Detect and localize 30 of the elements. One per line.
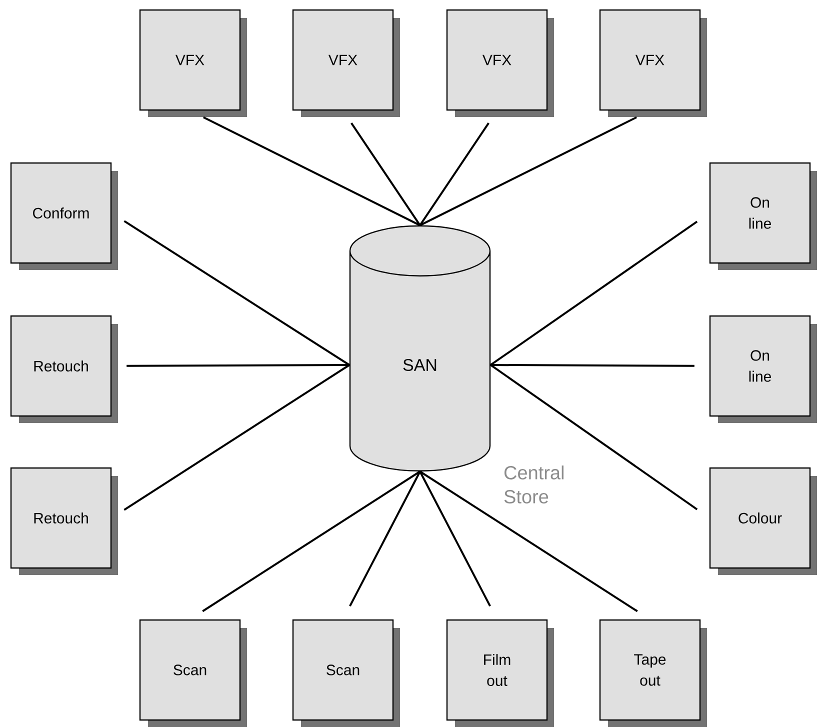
storage-cylinder: SAN <box>349 225 491 472</box>
connector-line <box>419 471 491 607</box>
process-box: Scan <box>292 619 400 727</box>
process-box: VFX <box>139 9 247 117</box>
process-box: On line <box>709 162 817 270</box>
connector-line <box>124 220 350 366</box>
process-box: Retouch <box>10 315 118 423</box>
process-box: Colour <box>709 467 817 575</box>
process-box: Tape out <box>599 619 707 727</box>
connector-line <box>490 364 694 367</box>
process-box: Scan <box>139 619 247 727</box>
process-box: On line <box>709 315 817 423</box>
connector-line <box>490 364 698 510</box>
connector-line <box>420 116 638 226</box>
connector-line <box>419 470 638 612</box>
connector-line <box>202 116 420 226</box>
connector-line <box>126 364 350 367</box>
process-box: Film out <box>446 619 554 727</box>
connector-line <box>124 364 350 511</box>
process-box: VFX <box>446 9 554 117</box>
connector-line <box>490 220 698 366</box>
process-box: Conform <box>10 162 118 270</box>
process-box: VFX <box>599 9 707 117</box>
connector-line <box>350 122 421 226</box>
process-box: Retouch <box>10 467 118 575</box>
process-box: VFX <box>292 9 400 117</box>
node-label: Central Store <box>504 466 564 504</box>
connector-line <box>202 470 421 612</box>
connector-line <box>349 471 421 607</box>
connector-line <box>419 122 490 226</box>
